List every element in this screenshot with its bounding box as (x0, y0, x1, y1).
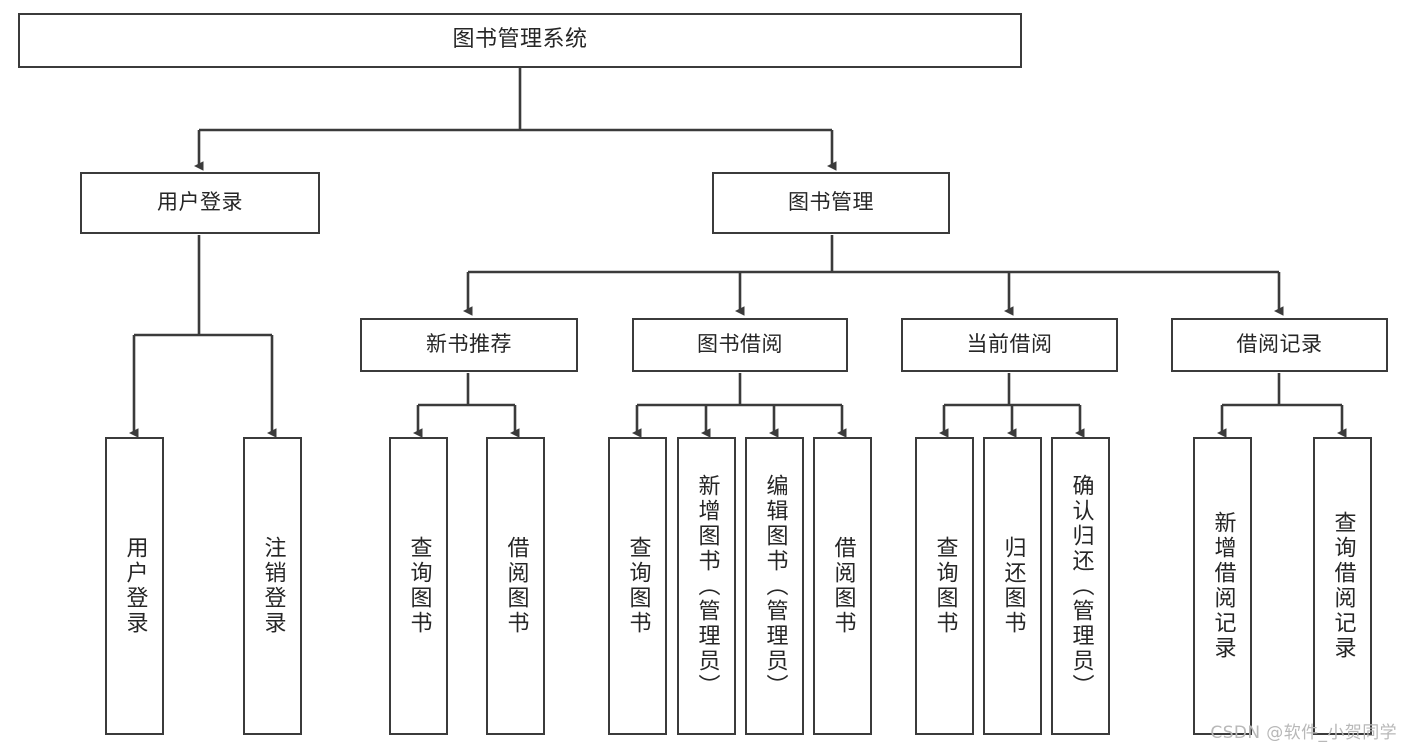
leaf-user-login[interactable]: 用户登录 (105, 437, 164, 735)
node-label: 新书推荐 (426, 332, 512, 357)
node-label: 图书借阅 (697, 332, 783, 357)
leaf-query-book-borrow[interactable]: 查询图书 (608, 437, 667, 735)
node-label: 借阅图书 (830, 536, 856, 636)
node-label: 查询图书 (932, 536, 958, 636)
node-label: 用户登录 (157, 190, 243, 215)
leaf-confirm-return-admin[interactable]: 确认归还（管理员） (1051, 437, 1110, 735)
node-label: 新增图书（管理员） (694, 473, 720, 699)
leaf-return-book[interactable]: 归还图书 (983, 437, 1042, 735)
leaf-query-book-recommend[interactable]: 查询图书 (389, 437, 448, 735)
leaf-add-book-admin[interactable]: 新增图书（管理员） (677, 437, 736, 735)
node-label: 用户登录 (122, 536, 148, 636)
leaf-logout[interactable]: 注销登录 (243, 437, 302, 735)
leaf-borrow-book-recommend[interactable]: 借阅图书 (486, 437, 545, 735)
node-label: 注销登录 (260, 536, 286, 636)
node-current-borrow[interactable]: 当前借阅 (901, 318, 1118, 372)
node-borrow-record[interactable]: 借阅记录 (1171, 318, 1388, 372)
node-label: 归还图书 (1000, 536, 1026, 636)
node-label: 新增借阅记录 (1210, 511, 1236, 661)
node-label: 借阅记录 (1236, 332, 1323, 357)
node-user-login[interactable]: 用户登录 (80, 172, 320, 234)
node-label: 图书管理 (788, 190, 874, 215)
leaf-query-book-current[interactable]: 查询图书 (915, 437, 974, 735)
node-label: 查询图书 (406, 536, 432, 636)
leaf-edit-book-admin[interactable]: 编辑图书（管理员） (745, 437, 804, 735)
node-label: 当前借阅 (966, 332, 1053, 357)
node-book-management[interactable]: 图书管理 (712, 172, 950, 234)
node-label: 编辑图书（管理员） (762, 473, 788, 699)
node-label: 图书管理系统 (452, 27, 588, 53)
leaf-add-borrow-record[interactable]: 新增借阅记录 (1193, 437, 1252, 735)
node-label: 确认归还（管理员） (1068, 473, 1094, 699)
node-book-borrow[interactable]: 图书借阅 (632, 318, 848, 372)
node-label: 查询借阅记录 (1330, 511, 1356, 661)
leaf-borrow-book[interactable]: 借阅图书 (813, 437, 872, 735)
node-new-book-recommend[interactable]: 新书推荐 (360, 318, 578, 372)
node-root-book-management-system[interactable]: 图书管理系统 (18, 13, 1022, 68)
node-label: 借阅图书 (503, 536, 529, 636)
leaf-query-borrow-record[interactable]: 查询借阅记录 (1313, 437, 1372, 735)
watermark: CSDN @软件_小贺同学 (1210, 723, 1397, 743)
node-label: 查询图书 (625, 536, 651, 636)
